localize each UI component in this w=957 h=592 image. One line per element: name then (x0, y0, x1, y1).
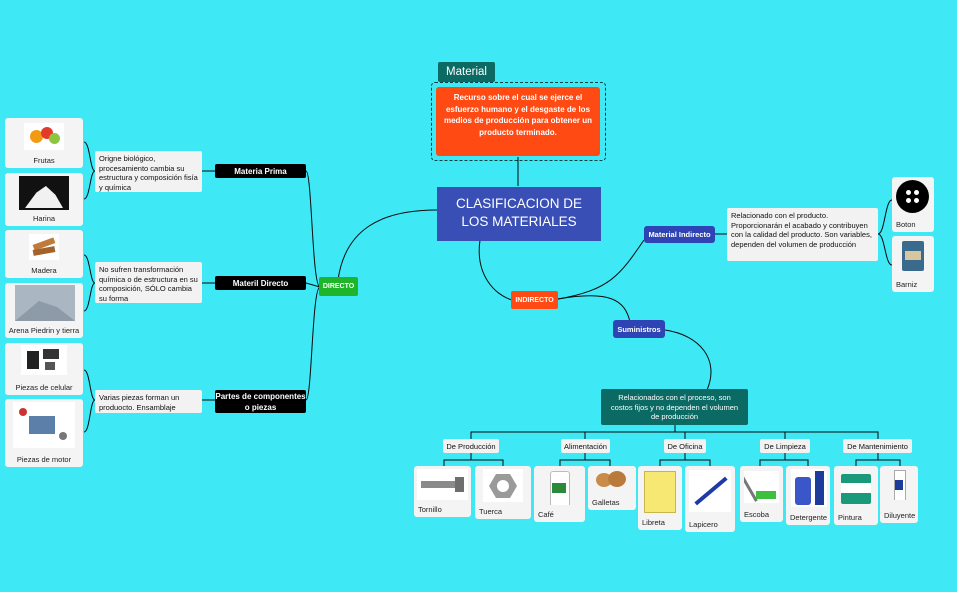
harina-image (19, 176, 69, 210)
material-definition[interactable]: Recurso sobre el cual se ejerce el esfue… (436, 87, 600, 156)
card-label: Barniz (896, 280, 918, 289)
cafe-image (547, 471, 571, 505)
card-label: Boton (896, 220, 916, 229)
diluyente-image (891, 470, 907, 500)
card-diluyente[interactable]: Diluyente (880, 466, 918, 523)
boton-image (895, 180, 930, 213)
card-galletas[interactable]: Galletas (588, 466, 636, 510)
card-boton[interactable]: Boton (892, 177, 934, 232)
arena-image (15, 285, 75, 321)
group-alimentacion[interactable]: Alimentación (561, 439, 610, 453)
description-partes-componentes[interactable]: Varias piezas forman un produocto. Ensam… (95, 390, 202, 413)
card-label: Madera (31, 266, 57, 275)
card-label: Pintura (838, 513, 862, 522)
card-libreta[interactable]: Libreta (638, 466, 682, 530)
group-de-oficina[interactable]: De Oficina (664, 439, 706, 453)
card-detergente[interactable]: Detergente (786, 466, 830, 525)
category-materia-prima[interactable]: Materia Prima (215, 164, 306, 178)
card-label: Harina (32, 214, 56, 223)
card-label: Piezas de motor (16, 455, 72, 464)
barniz-image (902, 241, 924, 271)
card-piezas-celular[interactable]: Piezas de celular (5, 343, 83, 395)
piezas-celular-image (21, 345, 67, 375)
group-de-produccion[interactable]: De Producción (443, 439, 499, 453)
card-arena[interactable]: Arena Piedrin y tierra (5, 283, 83, 338)
lapicero-image (689, 470, 731, 512)
card-lapicero[interactable]: Lapicero (685, 466, 735, 532)
material-indirecto-node[interactable]: Material Indirecto (644, 226, 715, 243)
description-material-directo[interactable]: No sufren transformación química o de es… (95, 262, 202, 303)
group-de-mantenimiento[interactable]: De Mantenimiento (843, 439, 912, 453)
tuerca-image (483, 469, 523, 502)
detergente-image (791, 469, 827, 507)
card-tornillo[interactable]: Tornillo (414, 466, 471, 517)
card-label: Arena Piedrin y tierra (8, 326, 80, 335)
galletas-image (594, 469, 630, 491)
libreta-image (644, 471, 676, 513)
card-piezas-motor[interactable]: Piezas de motor (5, 399, 83, 467)
card-harina[interactable]: Harina (5, 173, 83, 226)
directo-node[interactable]: DIRECTO (319, 277, 358, 296)
card-label: Frutas (33, 156, 55, 165)
madera-image (29, 234, 59, 260)
card-barniz[interactable]: Barniz (892, 236, 934, 292)
root-title[interactable]: CLASIFICACION DE LOS MATERIALES (437, 187, 601, 241)
card-label: Galletas (592, 498, 620, 507)
card-label: Diluyente (884, 511, 916, 520)
material-tab[interactable]: Material (438, 62, 495, 82)
indirecto-node[interactable]: INDIRECTO (511, 291, 558, 309)
group-de-limpieza[interactable]: De Limpieza (760, 439, 810, 453)
card-label: Tuerca (479, 507, 503, 516)
card-pintura[interactable]: Pintura (834, 466, 878, 525)
category-partes-componentes[interactable]: Partes de componentes o piezas (215, 390, 306, 413)
card-label: Piezas de celular (15, 383, 73, 392)
card-label: Libreta (642, 518, 665, 527)
card-label: Lapicero (689, 520, 718, 529)
description-materia-prima[interactable]: Origne biológico, procesamiento cambia s… (95, 151, 202, 192)
frutas-image (24, 123, 64, 150)
pintura-image (839, 470, 873, 506)
card-label: Café (538, 510, 554, 519)
material-definition-frame (431, 82, 606, 161)
card-label: Escoba (744, 510, 770, 519)
material-indirecto-description[interactable]: Relacionado con el producto. Proporciona… (727, 208, 878, 261)
suministros-description[interactable]: Relacionados con el proceso, son costos … (601, 389, 748, 425)
card-frutas[interactable]: Frutas (5, 118, 83, 168)
card-madera[interactable]: Madera (5, 230, 83, 278)
card-tuerca[interactable]: Tuerca (475, 466, 531, 519)
card-label: Detergente (790, 513, 828, 522)
suministros-node[interactable]: Suministros (613, 320, 665, 338)
card-label: Tornillo (418, 505, 442, 514)
piezas-motor-image (13, 402, 75, 448)
card-cafe[interactable]: Café (534, 466, 585, 522)
category-material-directo[interactable]: Materil Directo (215, 276, 306, 290)
card-escoba[interactable]: Escoba (740, 466, 783, 522)
escoba-image (744, 471, 779, 503)
tornillo-image (417, 469, 468, 500)
